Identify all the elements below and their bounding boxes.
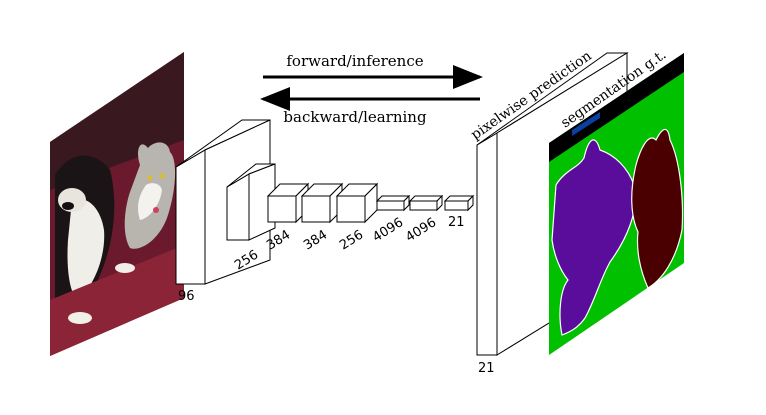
input-photo bbox=[50, 52, 184, 356]
layer-label-8: 21 bbox=[448, 215, 465, 230]
backward-label: backward/learning bbox=[283, 108, 427, 126]
layer-label-4: 384 bbox=[301, 228, 330, 254]
layer-block-2 bbox=[226, 163, 276, 241]
layer-label-6: 4096 bbox=[370, 215, 406, 245]
layer-label-5: 256 bbox=[337, 228, 366, 254]
layer-label-7: 4096 bbox=[403, 215, 439, 245]
layer-block-8 bbox=[443, 194, 475, 212]
forward-arrow: forward/inference bbox=[263, 52, 483, 89]
backward-arrow: backward/learning bbox=[260, 87, 480, 126]
layer-block-5 bbox=[335, 182, 379, 224]
forward-label: forward/inference bbox=[286, 52, 423, 70]
prediction-channels-label: 21 bbox=[478, 361, 495, 376]
layer-block-7 bbox=[408, 194, 444, 212]
segmentation-gt bbox=[549, 53, 684, 355]
layer-label-1: 96 bbox=[178, 289, 195, 304]
layer-block-6 bbox=[375, 194, 411, 212]
layer-block-4 bbox=[300, 182, 344, 224]
